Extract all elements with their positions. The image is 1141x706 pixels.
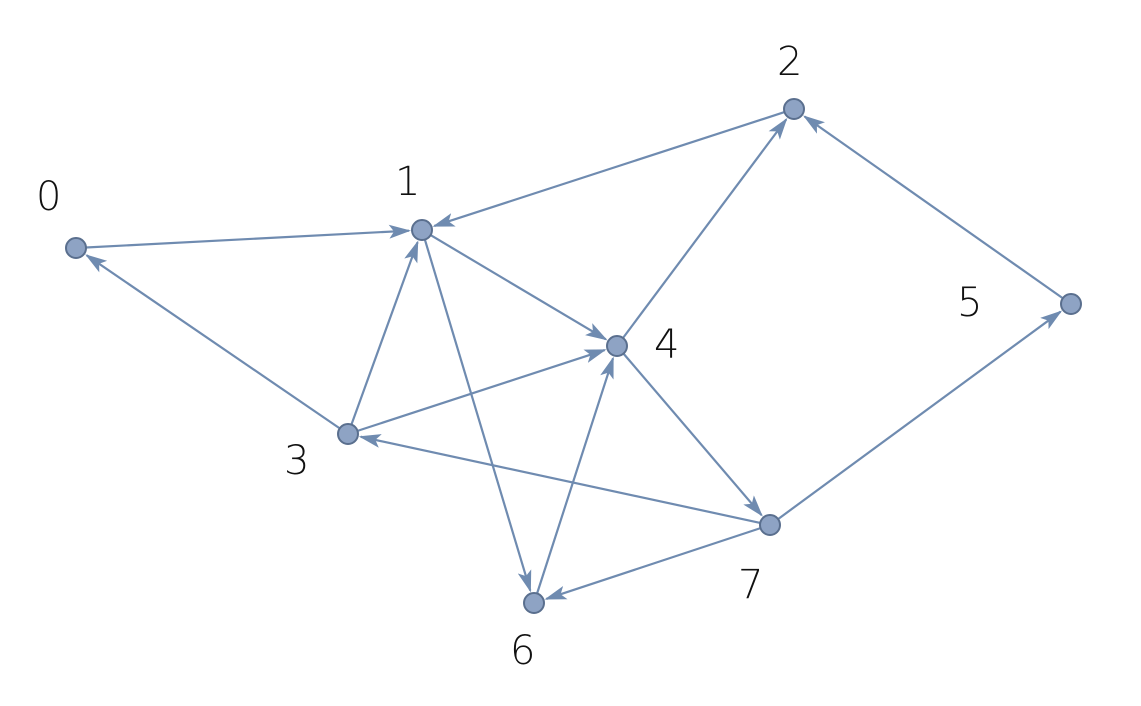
node-label-6: 6 [510, 628, 535, 674]
node-2 [783, 98, 805, 120]
edges-layer [85, 111, 1064, 600]
edge-7-to-6 [544, 527, 761, 600]
node-5 [1060, 293, 1082, 315]
edge-7-to-5 [777, 310, 1063, 520]
edge-1-to-6 [423, 239, 532, 593]
node-label-4: 4 [654, 322, 679, 368]
edge-3-to-4 [357, 348, 607, 432]
node-4 [606, 335, 628, 357]
node-label-5: 5 [957, 280, 982, 326]
labels-layer: 0 1 2 3 4 5 6 7 [36, 39, 982, 674]
node-label-3: 3 [284, 438, 309, 484]
edge-5-to-2 [802, 115, 1064, 300]
node-3 [337, 423, 359, 445]
node-0 [65, 237, 87, 259]
edge-7-to-3 [358, 434, 761, 524]
node-7 [759, 514, 781, 536]
edge-1-to-4 [430, 234, 608, 341]
nodes-layer [65, 98, 1082, 614]
edge-3-to-0 [85, 254, 341, 430]
node-6 [523, 592, 545, 614]
edge-4-to-2 [622, 117, 788, 339]
node-1 [411, 219, 433, 241]
edge-4-to-7 [622, 352, 763, 517]
edge-6-to-4 [536, 356, 615, 594]
edge-3-to-1 [350, 240, 419, 425]
node-label-7: 7 [738, 562, 763, 608]
edge-2-to-1 [432, 111, 785, 228]
edge-0-to-1 [85, 224, 412, 249]
node-label-2: 2 [777, 39, 802, 85]
node-label-1: 1 [395, 159, 420, 205]
node-label-0: 0 [36, 174, 61, 220]
